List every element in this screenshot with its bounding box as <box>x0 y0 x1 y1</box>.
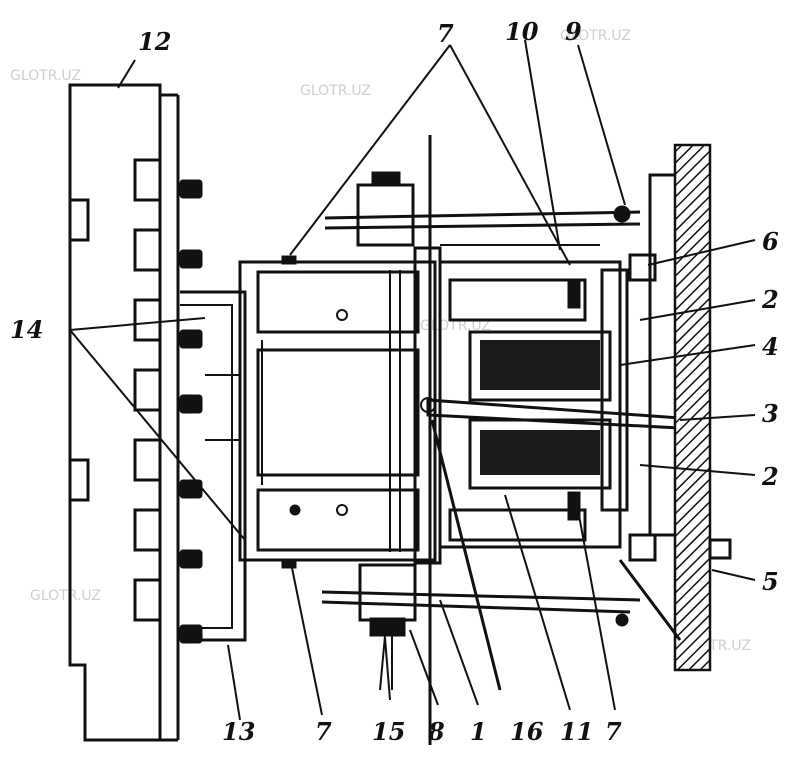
watermark-text: GLOTR.UZ <box>30 588 101 604</box>
label-7-bottom-left: 7 <box>315 717 332 746</box>
label-13: 13 <box>222 717 255 746</box>
wire-bracket-13 <box>180 290 247 642</box>
relay-frame <box>238 255 437 569</box>
mounting-plate-5 <box>618 143 732 672</box>
link-16 <box>430 419 502 691</box>
label-16: 16 <box>510 717 544 746</box>
watermark-text: GLOTR.UZ <box>300 83 371 99</box>
watermark-text: GLOTR.UZ <box>560 28 631 44</box>
label-6: 6 <box>762 227 779 256</box>
label-14: 14 <box>10 315 43 344</box>
top-contact-assembly <box>324 171 641 247</box>
label-3: 3 <box>762 399 779 428</box>
label-2-lower: 2 <box>761 462 779 491</box>
label-5: 5 <box>762 567 779 596</box>
label-7-bottom-right: 7 <box>605 717 622 746</box>
lever-rod-3 <box>426 398 682 430</box>
label-7-top: 7 <box>437 19 454 48</box>
watermarks: GLOTR.UZ GLOTR.UZ GLOTR.UZ GLOTR.UZ GLOT… <box>10 28 751 654</box>
label-11: 11 <box>560 717 593 746</box>
bottom-contact-assembly <box>321 563 641 691</box>
callout-labels: 12 7 10 9 6 2 4 3 2 5 14 13 7 15 8 1 16 … <box>10 17 779 746</box>
block-bolts <box>179 179 203 644</box>
label-2-upper: 2 <box>761 285 779 314</box>
label-8: 8 <box>427 717 445 746</box>
label-9: 9 <box>565 17 582 46</box>
coil-housing <box>438 260 629 549</box>
label-12: 12 <box>138 27 171 56</box>
watermark-text: GLOTR.UZ <box>10 68 81 84</box>
leader-lines <box>69 39 756 721</box>
label-1: 1 <box>470 717 487 746</box>
watermark-text: GLOTR.UZ <box>420 318 491 334</box>
label-4: 4 <box>762 332 779 361</box>
terminal-block-12 <box>68 83 180 742</box>
label-15: 15 <box>372 717 405 746</box>
label-10: 10 <box>505 17 539 46</box>
